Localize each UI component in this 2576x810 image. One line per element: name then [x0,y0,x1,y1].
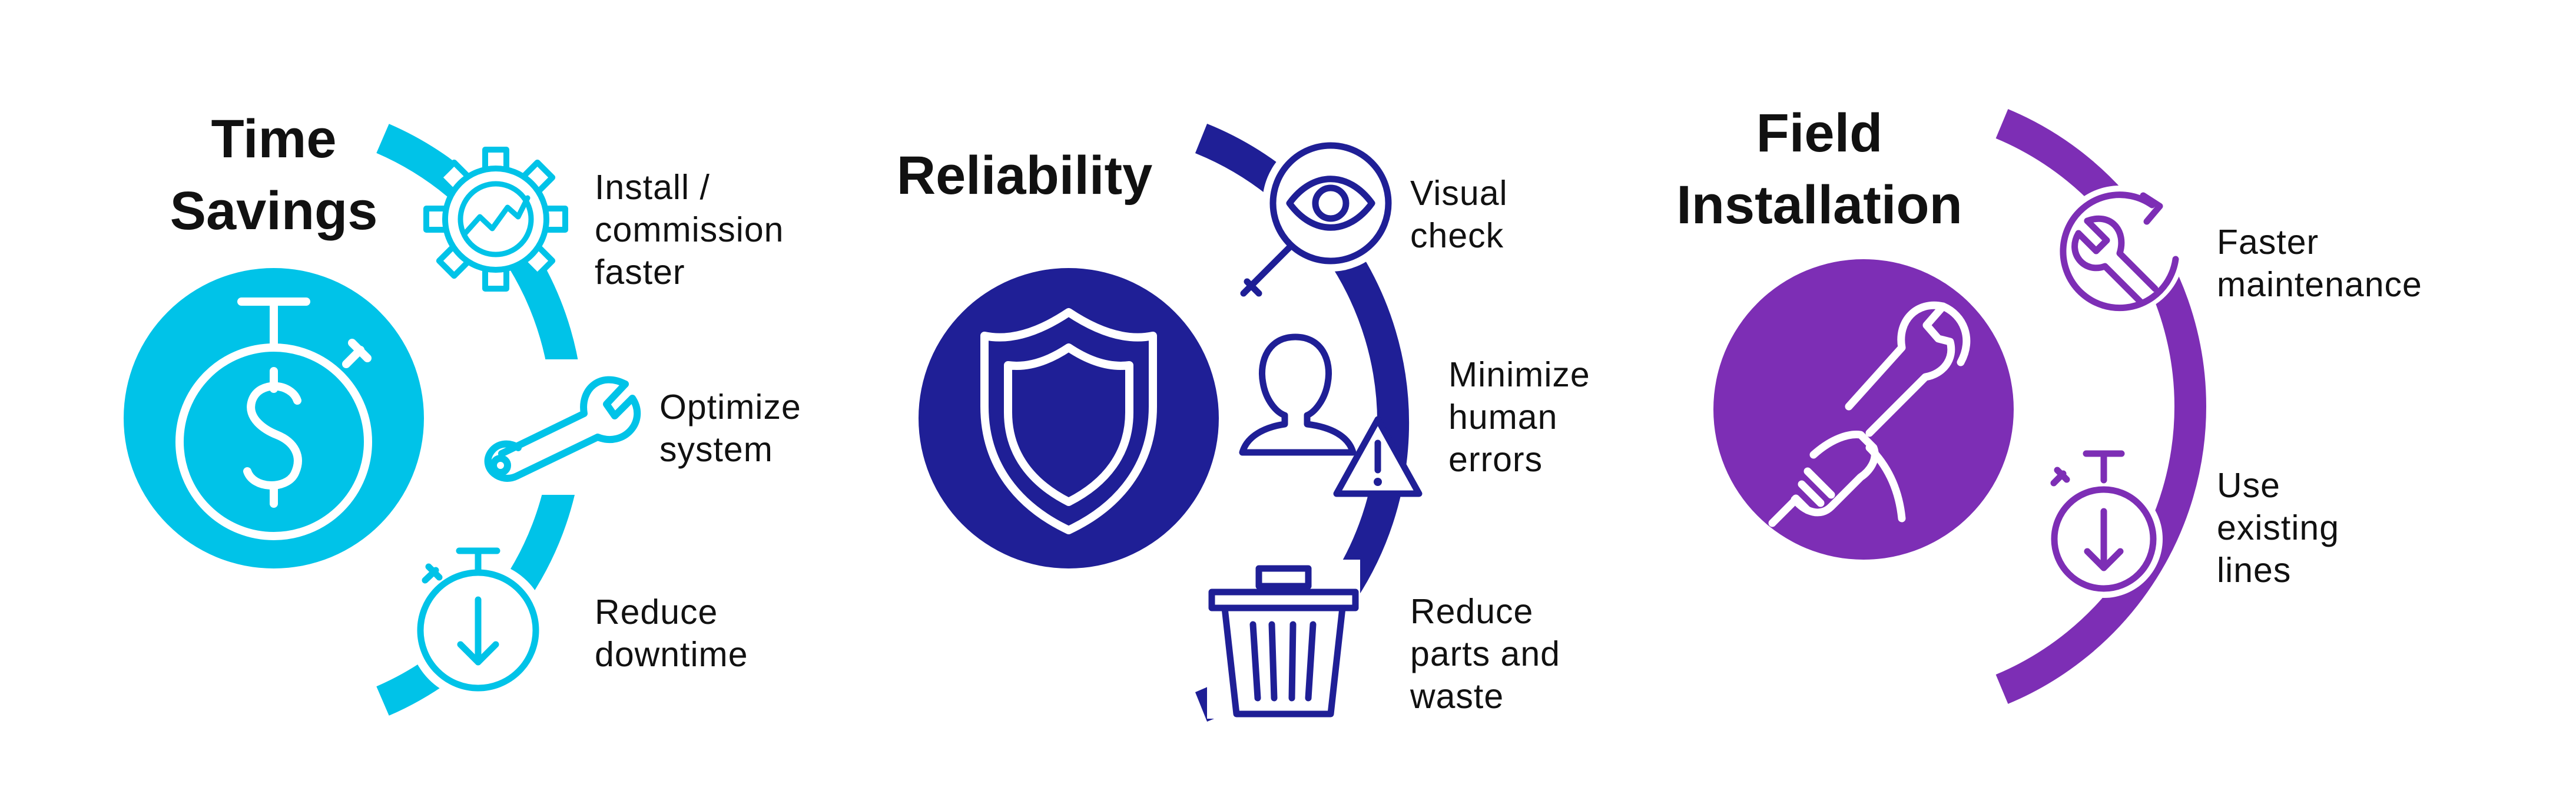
benefit-line: faster [595,253,685,292]
section-field-installation [1713,109,2206,704]
magnifier-eye-icon [1240,135,1399,297]
benefit-line: existing [2217,508,2340,547]
benefit-line: waste [1410,677,1504,716]
shield-icon [919,268,1219,568]
benefit-line: Install / [595,168,710,207]
title-line: Savings [170,181,378,241]
title-line: Time [211,109,337,169]
trash-icon [1207,560,1360,719]
stopwatch-down-icon-field [2045,450,2163,598]
benefit-install-commission: Install / commission faster [595,166,784,293]
benefit-line: maintenance [2217,265,2422,304]
benefit-line: check [1410,216,1504,255]
title-line: Reliability [896,146,1153,206]
benefit-line: lines [2217,551,2292,590]
section-reliability [919,123,1423,722]
section-time-savings [124,124,648,716]
stopwatch-dollar-icon [124,268,424,568]
benefit-line: Visual [1410,174,1508,213]
field-installation-arc [1995,109,2206,704]
benefit-optimize-system: Optimize system [659,386,801,471]
benefit-line: human [1448,398,1558,437]
benefit-line: commission [595,210,784,249]
benefit-line: Optimize [659,388,801,427]
person-warning-icon [1236,318,1423,497]
title-line: Installation [1676,175,1962,235]
benefit-faster-maintenance: Faster maintenance [2217,221,2422,306]
gear-trend-icon [423,147,568,292]
benefit-line: Reduce [1410,592,1534,631]
benefit-line: parts and [1410,634,1560,673]
wrench-icon [471,359,648,495]
benefit-line: errors [1448,440,1543,479]
wrench-cycle-icon [2055,186,2184,315]
benefit-line: Reduce [595,593,718,632]
stopwatch-down-icon [409,547,548,700]
field-installation-title: Field Installation [1637,97,2002,241]
benefit-line: downtime [595,635,748,674]
benefit-use-existing-lines: Use existing lines [2217,464,2339,591]
benefit-minimize-errors: Minimize human errors [1448,353,1590,481]
benefit-line: system [659,430,773,469]
benefit-line: Faster [2217,223,2319,262]
benefit-reduce-downtime: Reduce downtime [595,591,748,676]
title-line: Field [1756,103,1883,163]
benefit-line: Minimize [1448,355,1590,394]
time-savings-title: Time Savings [135,103,412,247]
benefit-line: Use [2217,466,2280,505]
reliability-title: Reliability [877,140,1172,211]
hand-wrench-icon [1713,259,2014,560]
benefit-reduce-parts: Reduce parts and waste [1410,590,1560,718]
benefit-visual-check: Visual check [1410,172,1508,257]
